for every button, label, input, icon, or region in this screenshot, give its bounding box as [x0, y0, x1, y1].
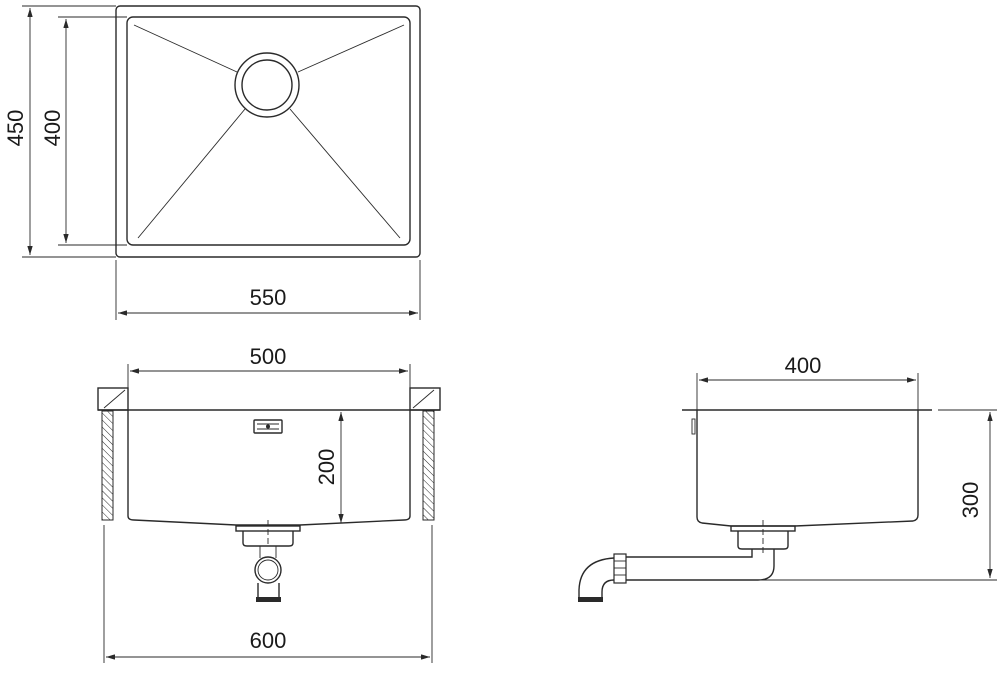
top-view: 450 400 550 [3, 5, 421, 320]
overflow-side [691, 418, 696, 435]
countertop-sections [97, 387, 441, 411]
dimension-label-550: 550 [250, 285, 287, 310]
dimension-600: 600 [103, 525, 433, 663]
dimension-label-600: 600 [250, 628, 287, 653]
dimension-200: 200 [314, 412, 344, 523]
dimension-450: 450 [3, 5, 116, 258]
drain-outer-ring [234, 52, 300, 118]
bowl-slope-lines [133, 24, 405, 239]
dimension-400-side: 400 [696, 353, 919, 410]
dimension-550: 550 [115, 260, 421, 320]
dimension-400-top: 400 [40, 16, 127, 246]
dimension-label-500: 500 [250, 344, 287, 369]
cabinet-wall-left [101, 410, 114, 521]
drain-inner-ring [241, 59, 293, 111]
drain-assembly-front [235, 520, 301, 602]
dimension-500: 500 [127, 344, 411, 410]
dimension-300: 300 [626, 412, 997, 581]
side-view: 400 300 [578, 353, 997, 602]
dimension-label-400-side: 400 [785, 353, 822, 378]
dimension-label-200: 200 [314, 449, 339, 486]
dimension-label-400-top: 400 [40, 110, 65, 147]
drain-assembly-side [578, 520, 796, 602]
cabinet-wall-right [422, 410, 435, 521]
overflow-icon [253, 419, 283, 434]
bowl-inner-edge [126, 16, 411, 246]
dimension-label-300: 300 [958, 482, 983, 519]
sink-outer-rim [115, 5, 421, 258]
dimension-label-450: 450 [3, 110, 28, 147]
bowl-profile-side [696, 410, 919, 527]
front-view: 500 [97, 344, 441, 663]
